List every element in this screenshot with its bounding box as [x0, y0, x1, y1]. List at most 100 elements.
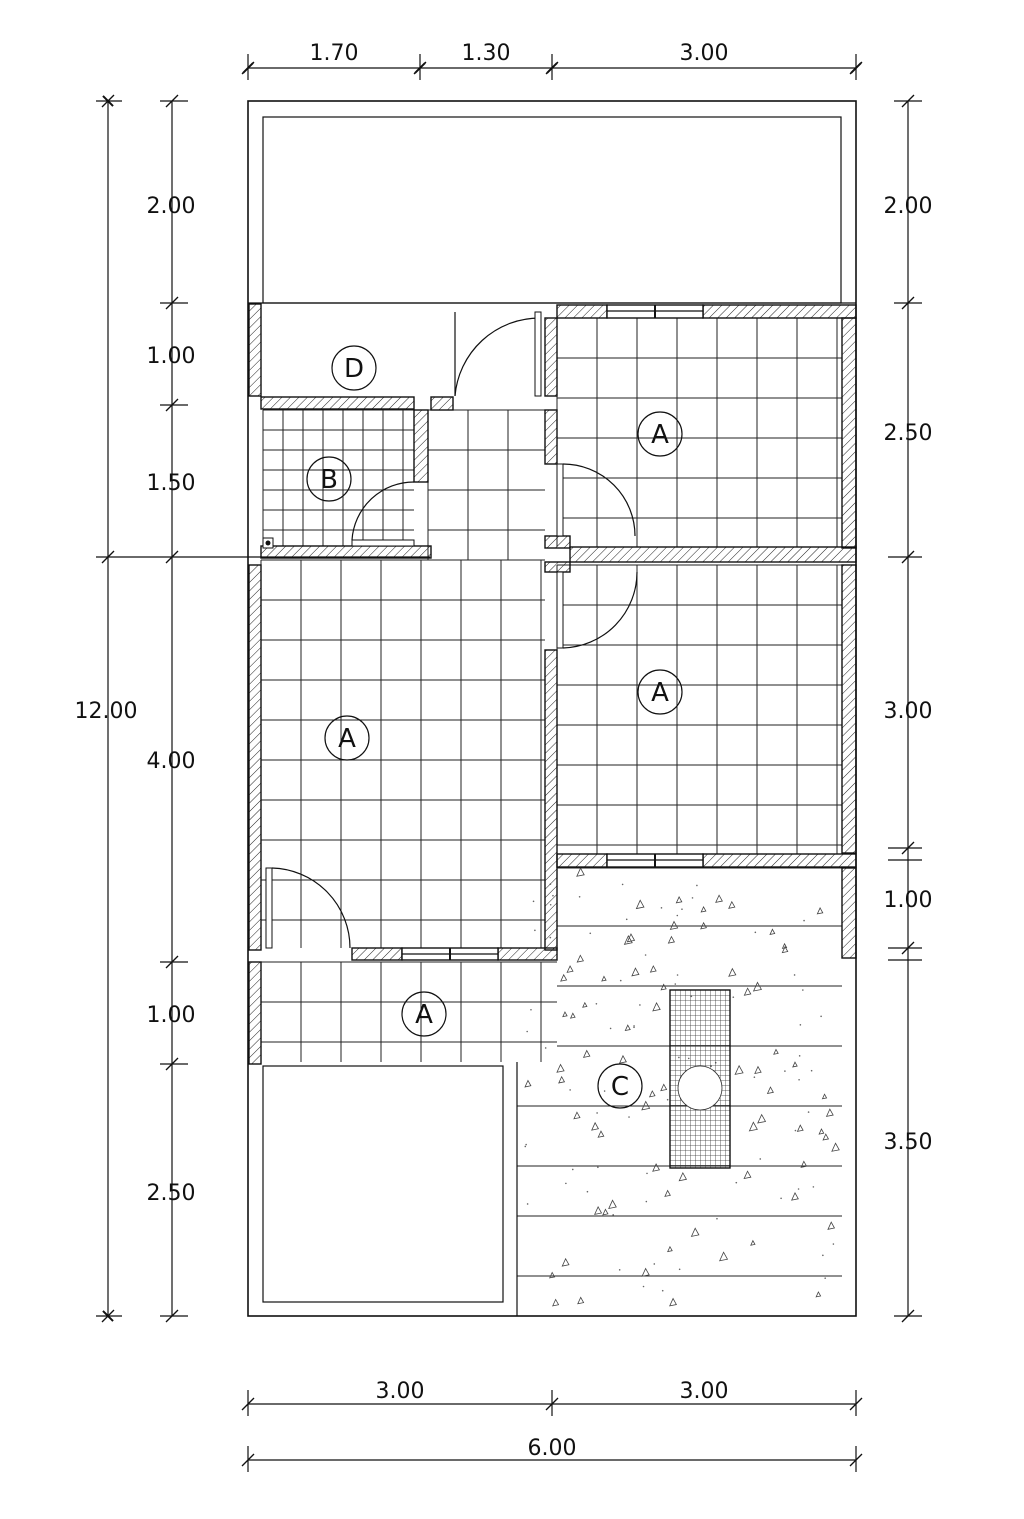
concrete-speckle [734, 1064, 744, 1075]
concrete-speckle [648, 1090, 656, 1098]
concrete-dot [681, 908, 683, 910]
concrete-speckle [690, 1227, 700, 1237]
concrete-dot [645, 1200, 648, 1203]
concrete-speckle [743, 1170, 752, 1180]
concrete-speckle [556, 1063, 565, 1073]
dim-right-5: 3.50 [884, 1130, 933, 1155]
concrete-speckle [597, 1130, 605, 1138]
dim-top-2: 1.30 [462, 41, 511, 66]
concrete-dot [603, 1090, 606, 1092]
concrete-dot [534, 929, 536, 932]
concrete-speckle [718, 1251, 729, 1262]
concrete-dot [810, 1069, 813, 1072]
concrete-speckle [754, 1065, 762, 1075]
concrete-speckle [822, 1133, 830, 1141]
dimension-lines [96, 54, 922, 1472]
garden-texture [516, 867, 842, 1316]
dim-top-1: 1.70 [310, 41, 359, 66]
concrete-speckle [562, 1011, 568, 1018]
concrete-speckle [635, 899, 645, 910]
room-label-d: D [344, 354, 364, 384]
concrete-speckle [669, 1297, 677, 1307]
concrete-speckle [623, 934, 633, 945]
concrete-dot [633, 1026, 635, 1029]
concrete-dot [661, 1289, 664, 1292]
concrete-speckle [552, 1298, 560, 1307]
room-labels: D B A A A A C [306, 345, 683, 1109]
concrete-dot [628, 1116, 630, 1118]
concrete-dot [642, 1285, 645, 1288]
concrete-speckle [561, 1257, 570, 1267]
concrete-speckle [652, 1002, 661, 1012]
concrete-dot [609, 1027, 612, 1030]
concrete-dot [797, 1188, 800, 1190]
concrete-speckle [825, 1108, 834, 1117]
room-label-b: B [320, 465, 338, 495]
concrete-speckle [560, 973, 568, 982]
concrete-speckle [791, 1192, 799, 1201]
carport-area [262, 1065, 504, 1303]
concrete-speckle [675, 896, 683, 904]
concrete-dot [633, 1025, 635, 1027]
concrete-speckle [816, 907, 824, 915]
dim-right-3: 3.00 [884, 699, 933, 724]
concrete-dot [618, 1269, 621, 1271]
concrete-dot [676, 974, 679, 976]
concrete-dot [794, 1129, 797, 1132]
concrete-speckle [582, 1001, 588, 1008]
concrete-speckle [796, 1124, 804, 1132]
concrete-dot [589, 932, 592, 935]
concrete-speckle [831, 1142, 840, 1152]
dim-total: 6.00 [528, 1436, 577, 1461]
windows [401, 304, 704, 961]
concrete-speckle [669, 920, 679, 930]
dim-left-3: 1.50 [147, 471, 196, 496]
concrete-dot [732, 996, 735, 998]
dim-left-outer: 12.00 [75, 699, 138, 724]
concrete-speckle [566, 965, 574, 973]
concrete-speckle [652, 1163, 661, 1172]
concrete-speckle [577, 1296, 585, 1305]
concrete-speckle [792, 1061, 798, 1068]
concrete-dot [678, 1268, 681, 1271]
concrete-dot [798, 1078, 800, 1081]
concrete-dot [832, 1243, 835, 1245]
concrete-speckle [576, 954, 584, 963]
dim-right-4: 1.00 [884, 888, 933, 913]
concrete-dot [532, 900, 535, 903]
room-label-a-main: A [338, 724, 356, 754]
concrete-dot [803, 919, 805, 922]
concrete-dot [646, 1172, 648, 1175]
concrete-speckle [818, 1128, 825, 1135]
concrete-dot [571, 1168, 574, 1171]
concrete-speckle [700, 905, 707, 913]
concrete-speckle [728, 967, 737, 977]
concrete-dot [660, 907, 663, 909]
concrete-dot [565, 1182, 567, 1185]
concrete-speckle [549, 1271, 556, 1279]
concrete-dot [759, 1158, 762, 1160]
room-label-a-front: A [415, 1000, 433, 1030]
concrete-speckle [594, 1205, 603, 1215]
concrete-speckle [757, 1113, 767, 1124]
concrete-dot [676, 914, 679, 917]
concrete-dot [524, 1145, 527, 1148]
room-label-c: C [611, 1072, 629, 1102]
concrete-dot [824, 1277, 826, 1279]
concrete-speckle [752, 981, 762, 992]
concrete-dot [621, 883, 624, 886]
top-open-area [262, 116, 842, 304]
concrete-dot [691, 897, 694, 899]
walls [248, 303, 857, 1065]
concrete-dot [696, 884, 698, 887]
concrete-dot [578, 895, 581, 898]
concrete-dot [666, 1098, 669, 1101]
concrete-dot [544, 1047, 547, 1049]
concrete-speckle [649, 965, 657, 973]
concrete-speckle [678, 1171, 688, 1182]
concrete-dot [754, 931, 757, 934]
concrete-speckle [728, 900, 736, 909]
concrete-speckle [641, 1100, 651, 1111]
concrete-speckle [602, 1208, 609, 1216]
concrete-speckle [558, 1075, 566, 1084]
